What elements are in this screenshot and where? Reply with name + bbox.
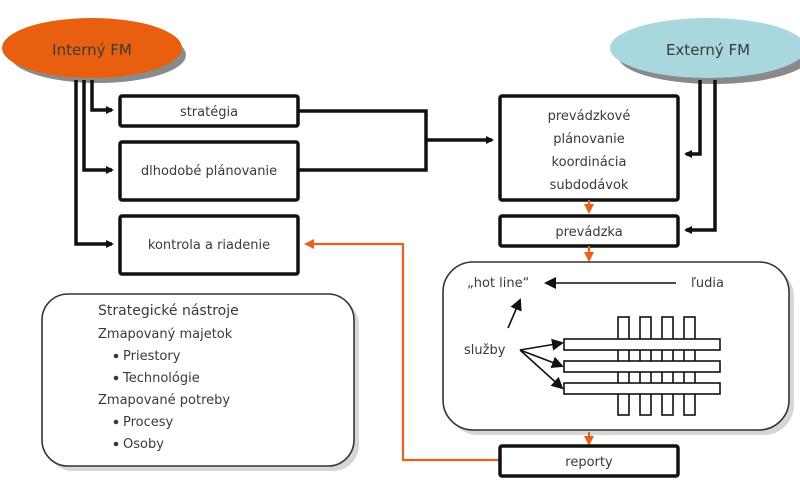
- arrow-sluzby-to-hotline: [507, 298, 522, 329]
- ludia-label: ľudia: [691, 276, 724, 291]
- arrow-sluzby-to-row-1: [519, 338, 564, 351]
- planning-bracket: [298, 109, 494, 172]
- connector-to-strategia: [90, 80, 114, 114]
- bullet-icon: [113, 375, 119, 381]
- sluzby-label: služby: [464, 343, 506, 358]
- flow-reporty-to-kontrola: [304, 239, 500, 462]
- prevadzkove-box: prevádzkové plánovanie koordinácia subdo…: [498, 94, 680, 202]
- connector-to-dlhodobe: [82, 80, 114, 174]
- external-fm-label: Externý FM: [666, 41, 750, 59]
- hot-line-label: „hot line“: [467, 276, 529, 291]
- bullet-icon: [113, 441, 119, 447]
- bullet-icon: [113, 419, 119, 425]
- internal-fm-node: Interný FM: [2, 18, 186, 83]
- external-fm-connectors: [684, 80, 717, 234]
- operations-panel: „hot line“ ľudia služby: [442, 261, 794, 435]
- prevadzkove-line-4: subdodávok: [550, 178, 629, 193]
- prevadzkove-line-2: plánovanie: [553, 132, 625, 147]
- connector-to-kontrola: [74, 80, 114, 248]
- reporty-label: reporty: [565, 455, 613, 470]
- internal-fm-connectors: [74, 80, 114, 248]
- connector-to-prevadzka-ext: [684, 80, 717, 234]
- connector-to-prevadzkove-ext: [684, 80, 702, 158]
- kontrola-label: kontrola a riadenie: [148, 238, 270, 253]
- tools-item: Priestory: [123, 349, 181, 364]
- internal-fm-label: Interný FM: [52, 41, 132, 59]
- flow-arrows: [304, 200, 594, 462]
- service-grid-icon: [563, 316, 721, 416]
- prevadzkove-line-3: koordinácia: [552, 155, 627, 170]
- strategia-box: stratégia: [118, 94, 300, 128]
- tools-group-label: Zmapované potreby: [98, 393, 230, 408]
- bullet-icon: [113, 353, 119, 359]
- strategia-label: stratégia: [180, 105, 238, 120]
- reporty-box: reporty: [498, 444, 680, 478]
- arrow-sluzby-to-row-2: [519, 349, 564, 369]
- prevadzkove-line-1: prevádzkové: [548, 109, 631, 124]
- dlhodobe-box: dlhodobé plánovanie: [118, 140, 300, 202]
- tools-title: Strategické nástroje: [98, 303, 239, 319]
- internal-fm-ellipse: [2, 18, 182, 78]
- tools-group-label: Zmapovaný majetok: [98, 327, 233, 342]
- prevadzka-label: prevádzka: [555, 225, 622, 240]
- external-fm-ellipse: [610, 18, 800, 78]
- dlhodobe-label: dlhodobé plánovanie: [141, 164, 277, 179]
- external-fm-node: Externý FM: [610, 18, 800, 84]
- tools-item: Osoby: [123, 437, 164, 452]
- tools-item: Technológie: [122, 371, 200, 386]
- tools-item: Procesy: [123, 415, 174, 430]
- grid-row: [563, 382, 721, 395]
- strategic-tools-panel: Strategické nástroje Zmapovaný majetok P…: [41, 293, 359, 471]
- arrow-sluzby-to-row-3: [519, 349, 564, 390]
- prevadzka-box: prevádzka: [498, 214, 680, 248]
- grid-row: [563, 360, 721, 373]
- kontrola-box: kontrola a riadenie: [118, 214, 300, 276]
- bracket-line: [298, 109, 428, 172]
- grid-row: [563, 338, 721, 351]
